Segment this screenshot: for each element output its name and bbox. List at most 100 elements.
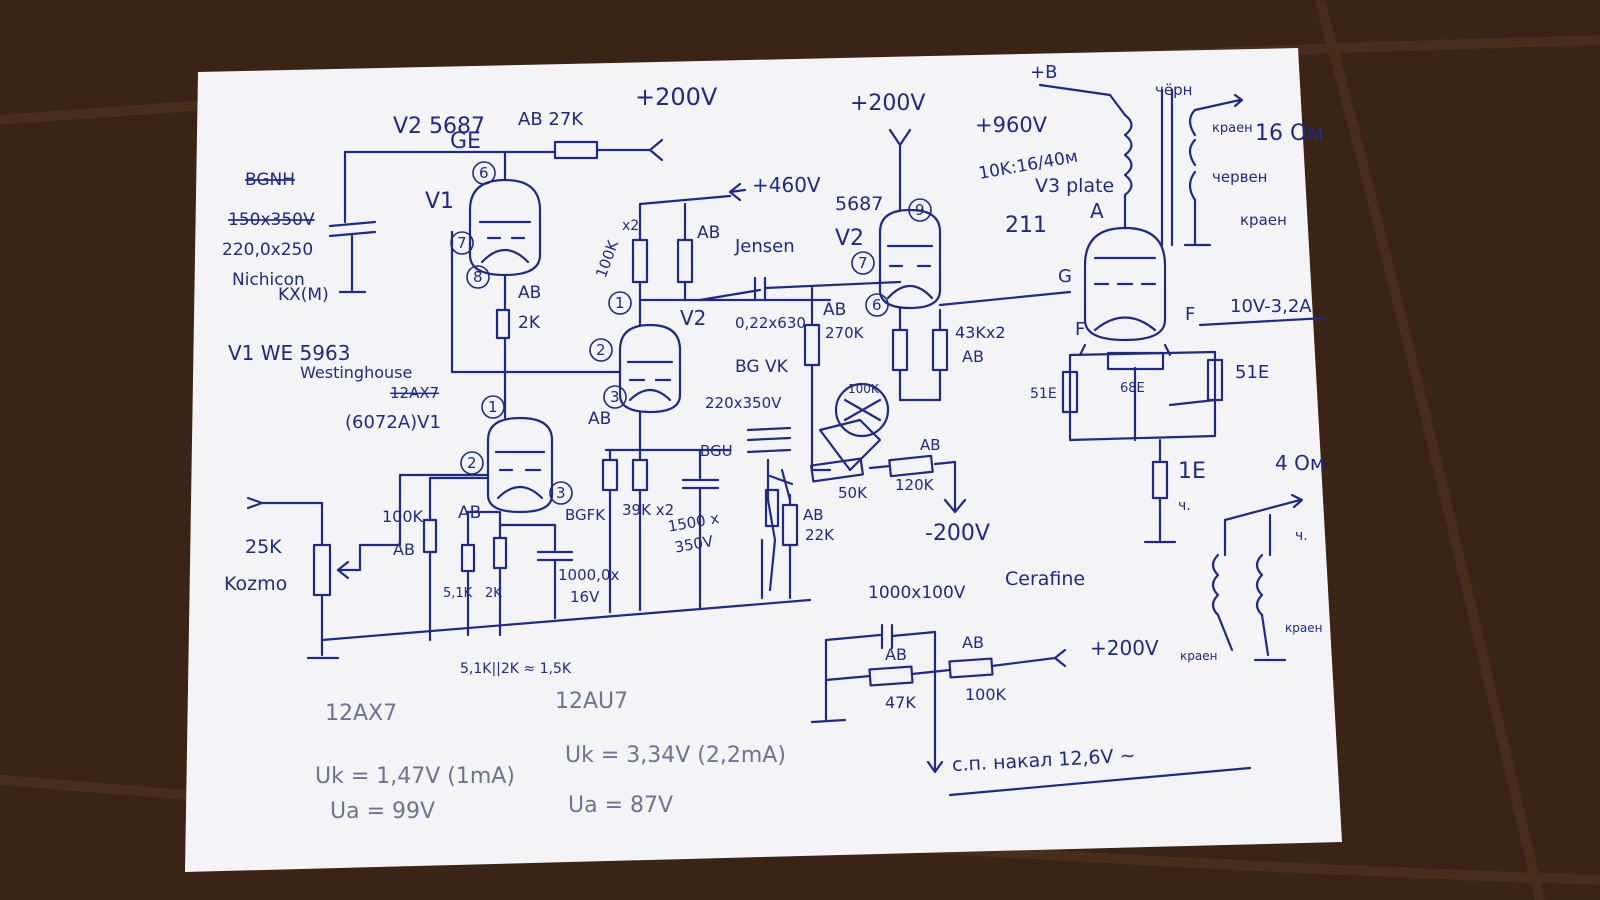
label-cherv: червен <box>1212 168 1268 186</box>
note-ua2: Ua = 87V <box>568 793 673 818</box>
label-parallel: 5,1K||2K ≈ 1,5K <box>460 661 572 677</box>
label-cap-nichicon: Nichicon <box>232 270 305 290</box>
label-ab-270: AB <box>823 300 846 320</box>
label-kr-a: краен <box>1180 649 1217 663</box>
label-r100k-pot: 100K <box>848 382 880 396</box>
label-r2k: 2K <box>485 586 502 601</box>
label-pin9: 9 <box>915 201 925 219</box>
label-v3plate: V3 plate <box>1035 175 1114 197</box>
pencil-notes: 12AX7 12AU7 Uk = 1,47V (1mA) Ua = 99V Uk… <box>315 689 786 824</box>
paper-sheet <box>185 48 1342 872</box>
label-v1-top: V1 <box>425 189 454 214</box>
label-v2-right: V2 <box>835 226 864 251</box>
label-b460: +460V <box>752 173 821 197</box>
v2-right-tube <box>878 128 1072 402</box>
output-transformer-4ohm <box>1211 493 1304 662</box>
label-cerafine: Cerafine <box>1005 568 1085 590</box>
label-ab-v1k: AB <box>458 503 481 523</box>
label-cap-150: 150x350V <box>228 210 315 230</box>
label-cap-1000: 1000,0x <box>558 566 619 584</box>
note-uk1: Uk = 1,47V (1mA) <box>315 764 515 789</box>
label-bgvk: BG VK <box>735 357 789 377</box>
schematic-ink <box>246 83 1327 797</box>
label-x2: x2 <box>622 218 639 234</box>
label-v1-paren: (6072A)V1 <box>345 412 441 433</box>
label-kraen2: краен <box>1240 211 1287 229</box>
label-ohm40: 4 Ом <box>1275 451 1325 475</box>
v2-left-tube <box>601 298 832 614</box>
label-pin8: 8 <box>473 268 483 286</box>
label-b200-bottom: +200V <box>1090 636 1159 660</box>
label-kr-b: краен <box>1285 621 1322 635</box>
label-r270k: 270K <box>825 324 865 342</box>
label-r39k: 39K x2 <box>622 501 674 519</box>
ground-rail <box>320 598 812 642</box>
label-r50k: 50K <box>838 484 868 502</box>
label-westinghouse: Westinghouse <box>300 363 412 382</box>
note-ua1: Ua = 99V <box>330 799 435 824</box>
label-r22k: 22K <box>805 526 835 544</box>
input-pot <box>246 473 490 660</box>
label-r1e: 1E <box>1178 459 1206 484</box>
label-ab-cath-v2: AB <box>588 409 611 429</box>
label-t211: 211 <box>1005 213 1047 238</box>
b-plus-rail <box>328 138 664 294</box>
label-b960: +960V <box>975 113 1048 137</box>
v1-lower-tube <box>422 416 574 642</box>
label-neg200: -200V <box>925 521 990 546</box>
label-cap-bgnh: BGNH <box>245 170 295 190</box>
label-cap-220-350: 220x350V <box>705 394 782 412</box>
note-12ax7: 12AX7 <box>325 701 397 726</box>
label-pin2a: 2 <box>467 454 477 472</box>
label-r-27k: AB 27K <box>518 109 584 130</box>
label-kozmo: Kozmo <box>224 573 287 595</box>
label-pin1: 1 <box>488 398 498 416</box>
label-ch-a: ч. <box>1178 498 1191 514</box>
label-r120k: 120K <box>895 476 935 494</box>
label-b200-top: +200V <box>635 83 718 111</box>
label-kraen1: краен <box>1212 121 1253 136</box>
label-v1-title: V1 WE 5963 <box>228 341 350 365</box>
label-jensen: Jensen <box>734 236 795 257</box>
label-pin3b: 3 <box>610 388 620 406</box>
label-12ax7-struck: 12AX7 <box>390 384 439 402</box>
label-bgu: BGU <box>700 442 733 460</box>
label-ab-v1: AB <box>518 283 541 303</box>
label-r100k-b: 100K <box>965 685 1007 704</box>
label-cap-022: 0,22x630 <box>735 314 806 332</box>
label-r43k: 43Kx2 <box>955 323 1006 342</box>
label-r51e-r: 51E <box>1235 362 1269 383</box>
heater-supply <box>810 623 1252 797</box>
label-r51e-l: 51E <box>1030 386 1057 402</box>
label-pinF2: F <box>1185 304 1195 325</box>
note-uk2: Uk = 3,34V (2,2mA) <box>565 743 786 768</box>
label-ab-plate: AB <box>697 223 720 243</box>
label-r100k-left: 100K <box>382 507 424 526</box>
label-b-plus-b: +B <box>1030 62 1057 83</box>
plate-load-v2 <box>631 182 902 302</box>
label-ab-22: AB <box>803 506 824 524</box>
label-r51k: 5,1K <box>443 586 473 601</box>
label-cap-16v: 16V <box>570 588 600 606</box>
bias-network <box>781 286 967 600</box>
label-cap-kx: KX(M) <box>278 285 329 305</box>
label-ch-b: ч. <box>1295 528 1308 544</box>
label-r47k: 47K <box>885 693 916 712</box>
label-pot25k: 25K <box>245 536 282 558</box>
label-pinA: A <box>1090 199 1104 223</box>
label-v2-right-title: 5687 <box>835 193 883 215</box>
coupling-caps <box>746 426 794 600</box>
label-v2-title: V2 5687 <box>393 114 485 139</box>
label-pinG: G <box>1058 266 1072 287</box>
label-chern: чёрн <box>1155 81 1192 99</box>
label-cap-220: 220,0x250 <box>222 240 313 260</box>
label-b200-right: +200V <box>850 91 925 116</box>
label-v2-mid: V2 <box>680 306 706 330</box>
label-fil: 10V-3,2A <box>1230 296 1312 317</box>
label-pin3a: 3 <box>556 484 566 502</box>
note-12au7: 12AU7 <box>555 689 628 714</box>
label-bgfk: BGFK <box>565 506 606 524</box>
label-ab-47: AB <box>885 645 907 664</box>
label-pin6: 6 <box>479 164 489 182</box>
